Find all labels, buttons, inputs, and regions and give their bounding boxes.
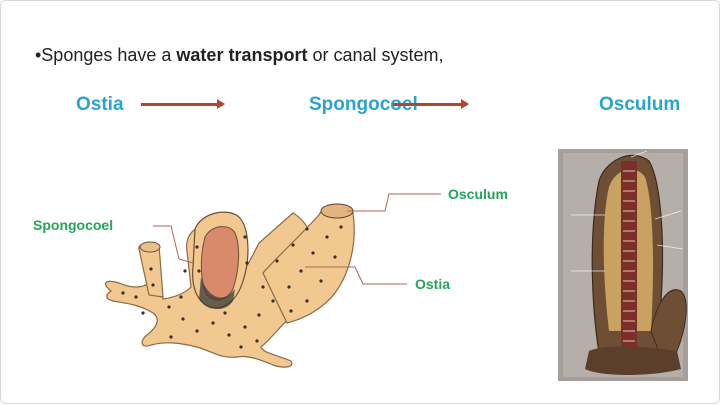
flow-arrow-1 xyxy=(141,99,225,109)
bullet-text: •Sponges have a water transport or canal… xyxy=(35,45,444,66)
bullet-suffix: or canal system, xyxy=(307,45,444,65)
flow-spongocoel: Spongocoel xyxy=(309,94,418,115)
bullet-bold: water transport xyxy=(176,45,308,65)
flow-arrow-2 xyxy=(393,99,469,109)
label-spongocoel: Spongocoel xyxy=(33,217,114,233)
label-osculum: Osculum xyxy=(448,186,508,202)
sponge-model-photo xyxy=(558,149,688,381)
bullet-prefix: •Sponges have a xyxy=(35,45,177,65)
flow-osculum: Osculum xyxy=(599,94,681,115)
flow-ostia: Ostia xyxy=(76,94,124,115)
label-ostia: Ostia xyxy=(415,276,451,292)
sponge-body xyxy=(104,193,441,368)
